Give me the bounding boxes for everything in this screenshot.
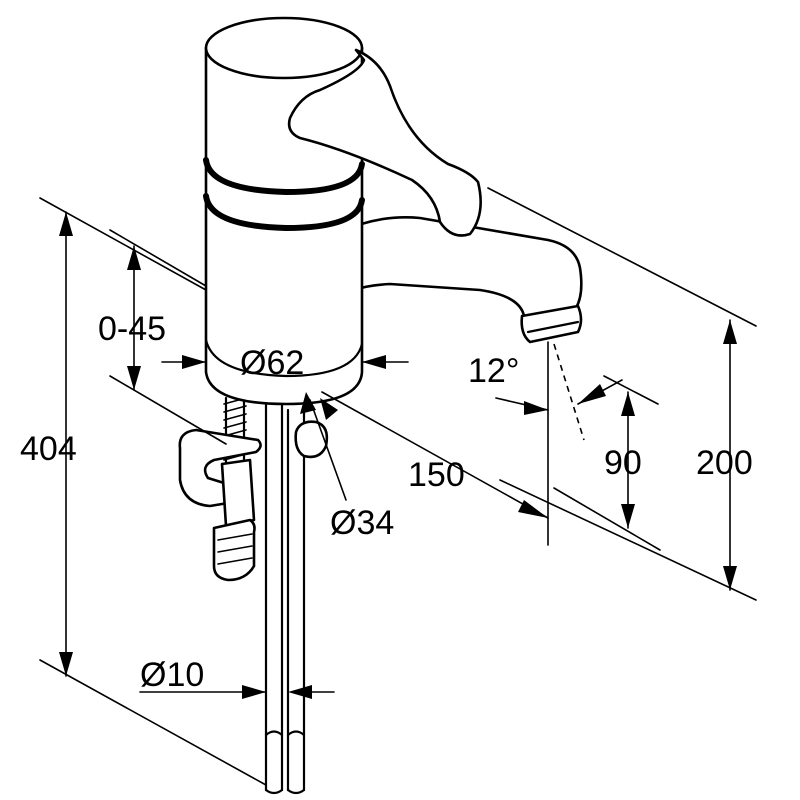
label-projection: 150	[408, 456, 465, 494]
label-height-body: 200	[696, 444, 753, 482]
dimension-lines	[39, 187, 757, 786]
label-hole-diameter: Ø34	[330, 504, 394, 542]
label-spout-height: 90	[604, 444, 642, 482]
label-adjust-range: 0-45	[98, 310, 166, 348]
faucet	[178, 16, 583, 795]
label-pipe-diameter: Ø10	[140, 656, 204, 694]
supply-pipes	[264, 398, 306, 795]
label-spout-angle: 12°	[468, 352, 519, 390]
lever-handle	[287, 48, 482, 237]
label-height-total: 404	[20, 430, 77, 468]
fixing-bracket	[178, 428, 262, 582]
dimension-labels: 404 0-45 Ø62 Ø34 150 12° 90 200 Ø10	[20, 310, 753, 694]
label-body-diameter: Ø62	[240, 344, 304, 382]
mounting-nut	[294, 420, 329, 459]
